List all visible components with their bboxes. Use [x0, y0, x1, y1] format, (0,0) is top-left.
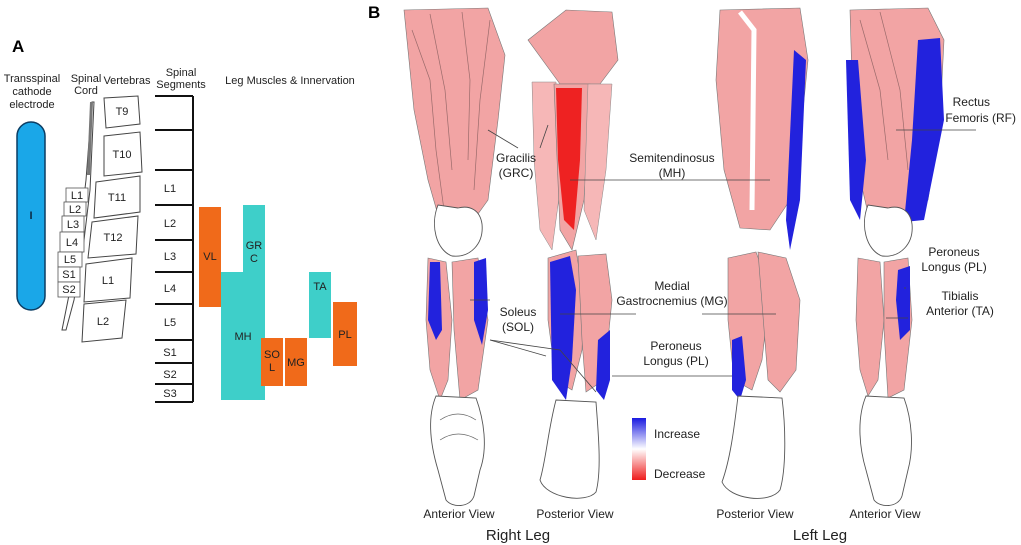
cord-root-l5: L5	[64, 254, 76, 266]
bar-grc	[243, 205, 265, 300]
bar-grc-label-line2: C	[250, 253, 258, 265]
panel-b-letter: B	[368, 3, 380, 22]
svg-text:Peroneus: Peroneus	[928, 245, 979, 259]
peroneus-longus-right-label: Peroneus Longus (PL)	[921, 245, 986, 274]
svg-text:Anterior (TA): Anterior (TA)	[926, 304, 994, 318]
bar-sol-label-line1: SO	[264, 349, 280, 361]
svg-text:(MH): (MH)	[659, 166, 686, 180]
bar-vl	[199, 207, 221, 307]
segment-s3: S3	[163, 388, 176, 400]
svg-text:Longus (PL): Longus (PL)	[643, 354, 708, 368]
view-label-left-posterior: Posterior View	[716, 507, 793, 521]
leg-muscles-label: Leg Muscles & Innervation	[225, 75, 355, 87]
svg-text:Rectus: Rectus	[953, 95, 990, 109]
electrode-mark: I	[29, 210, 32, 222]
svg-text:Semitendinosus: Semitendinosus	[629, 151, 714, 165]
leader-lines	[470, 124, 976, 393]
segment-l3: L3	[164, 251, 176, 263]
legend-increase: Increase	[654, 427, 700, 441]
legend-decrease: Decrease	[654, 467, 706, 481]
vertebra-l1: L1	[102, 275, 114, 287]
medial-gastrocnemius-label: Medial Gastrocnemius (MG)	[616, 279, 727, 308]
bar-mg-label: MG	[287, 357, 305, 369]
cord-root-l3: L3	[67, 219, 79, 231]
semitendinosus-label: Semitendinosus (MH)	[629, 151, 714, 180]
tibialis-anterior-label: Tibialis Anterior (TA)	[926, 289, 994, 318]
bar-ta	[309, 272, 331, 338]
cord-root-l2: L2	[69, 204, 81, 216]
right-leg-label: Right Leg	[486, 527, 550, 544]
cord-root-l4: L4	[66, 237, 78, 249]
electrode-label-line1: Transspinal	[4, 73, 60, 85]
spinal-segments-label-line1: Spinal	[166, 67, 197, 79]
spinal-segments-label-line2: Segments	[156, 79, 206, 91]
right-leg-posterior	[527, 9, 619, 499]
segment-s1: S1	[163, 347, 176, 359]
electrode-label-line3: electrode	[9, 99, 54, 111]
segment-l5: L5	[164, 317, 176, 329]
gracilis-label: Gracilis (GRC)	[496, 151, 536, 180]
bar-sol	[261, 338, 283, 386]
bar-grc-label-line1: GR	[246, 240, 263, 252]
legend-color-bar	[632, 418, 646, 480]
svg-text:Gracilis: Gracilis	[496, 151, 536, 165]
svg-text:Peroneus: Peroneus	[650, 339, 701, 353]
innervation-bars: VL MH GR C SO L MG TA PL	[199, 205, 357, 400]
left-leg-label: Left Leg	[793, 527, 847, 544]
segment-l1: L1	[164, 183, 176, 195]
view-label-left-anterior: Anterior View	[849, 507, 920, 521]
svg-text:Soleus: Soleus	[500, 305, 537, 319]
vertebrae: T9 T10 T11 T12 L1 L2	[81, 95, 143, 343]
segment-ruler	[155, 95, 194, 403]
view-label-right-posterior: Posterior View	[536, 507, 613, 521]
cord-root-labels: L1 L2 L3 L4 L5 S1 S2	[57, 187, 89, 298]
cord-root-s1: S1	[62, 269, 75, 281]
vertebras-label: Vertebras	[103, 75, 151, 87]
vertebra-l2: L2	[97, 316, 109, 328]
segment-l2: L2	[164, 218, 176, 230]
vertebra-t11: T11	[108, 192, 126, 204]
vertebra-t10: T10	[113, 149, 132, 161]
svg-text:(GRC): (GRC)	[499, 166, 534, 180]
vertebra-t9: T9	[116, 106, 129, 118]
spinal-cord-label-line1: Spinal	[71, 73, 102, 85]
bar-ta-label: TA	[313, 281, 327, 293]
spinal-cord-core	[87, 102, 93, 175]
electrode-label-line2: cathode	[12, 86, 51, 98]
segment-l4: L4	[164, 283, 176, 295]
svg-text:(SOL): (SOL)	[502, 320, 534, 334]
left-leg-posterior	[715, 7, 809, 499]
electrode	[16, 121, 46, 311]
panel-a-letter: A	[12, 37, 24, 56]
svg-text:Medial: Medial	[654, 279, 689, 293]
soleus-label: Soleus (SOL)	[500, 305, 537, 334]
view-label-right-anterior: Anterior View	[423, 507, 494, 521]
segment-s2: S2	[163, 369, 176, 381]
svg-text:Gastrocnemius (MG): Gastrocnemius (MG)	[616, 294, 727, 308]
right-leg-anterior	[403, 7, 506, 506]
bar-mg	[285, 338, 307, 386]
spinal-cord-label-line2: Cord	[74, 85, 98, 97]
cord-root-l1: L1	[71, 190, 83, 202]
peroneus-longus-center-label: Peroneus Longus (PL)	[643, 339, 708, 368]
svg-text:Longus (PL): Longus (PL)	[921, 260, 986, 274]
rectus-femoris-label: Rectus Femoris (RF)	[945, 95, 1016, 125]
vertebra-t12: T12	[104, 232, 123, 244]
bar-vl-label: VL	[203, 251, 216, 263]
svg-text:Tibialis: Tibialis	[942, 289, 979, 303]
cord-root-s2: S2	[62, 284, 75, 296]
bar-mh-label: MH	[234, 331, 251, 343]
svg-text:Femoris (RF): Femoris (RF)	[945, 111, 1016, 125]
bar-sol-label-line2: L	[269, 362, 275, 374]
bar-pl-label: PL	[338, 329, 351, 341]
bar-pl	[333, 302, 357, 366]
